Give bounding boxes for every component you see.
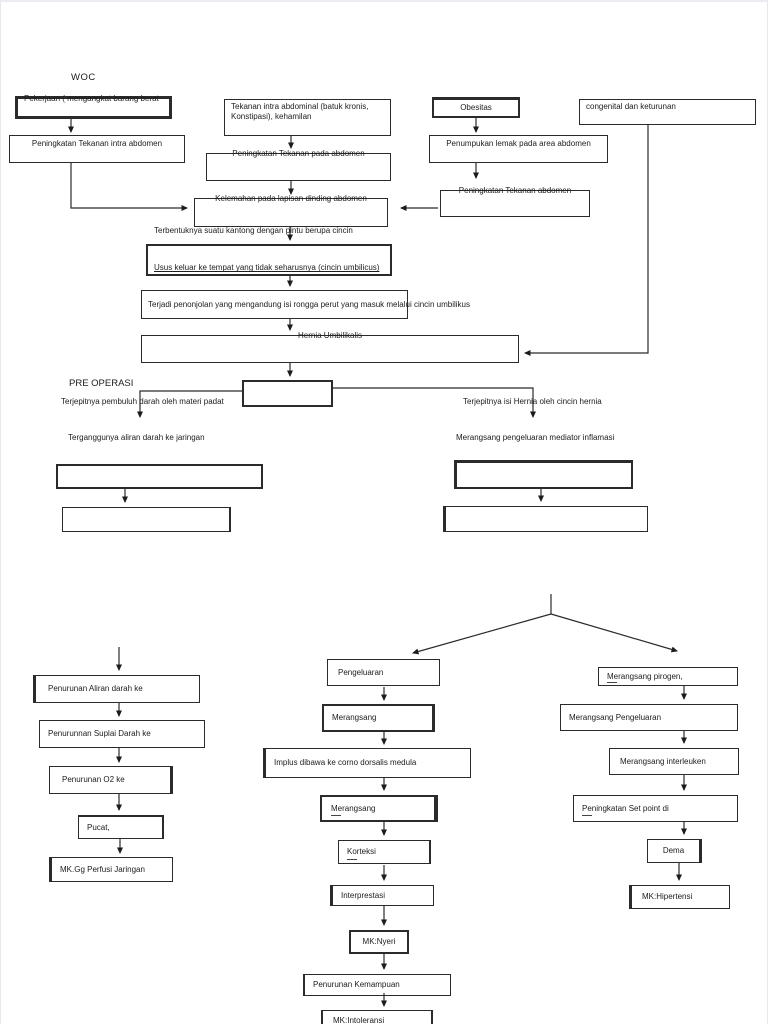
node-obesitas: Obesitas: [432, 97, 520, 118]
text-terjepitnya-pembuluh: Terjepitnya pembuluh darah oleh materi p…: [61, 397, 224, 406]
node-merangsang-interleuken-label: Merangsang interleuken: [620, 756, 706, 766]
underline-mark: [347, 859, 357, 860]
node-merangsang-interleuken: Merangsang interleuken: [609, 748, 739, 775]
underline-mark: [582, 815, 592, 816]
node-peningkatan-setpoint: Peningkatan Set point di: [573, 795, 738, 822]
arrow-intraabdomen-to-kelemahan: [70, 163, 188, 211]
node-mk-perfusi-label: MK.Gg Perfusi Jaringan: [60, 864, 145, 874]
node-merangsang-2: Merangsang: [320, 795, 438, 822]
node-peningkatan-pada-abdomen: Peningkatan Tekanan pada abdomen: [206, 149, 391, 181]
node-penurunan-aliran: Penurunan Aliran darah ke: [33, 675, 200, 703]
node-left-empty-2: [62, 507, 231, 532]
node-penumpukan-lemak-label: Penumpukan lemak pada area abdomen: [446, 139, 591, 148]
node-congenital-label: congenital dan keturunan: [586, 102, 676, 111]
node-merangsang-1: Merangsang: [322, 704, 435, 732]
node-terjadi-penonjolan: Terjadi penonjolan yang mengandung isi r…: [141, 290, 470, 319]
node-tekanan-intra-abdominal: Tekanan intra abdominal (batuk kronis, K…: [224, 99, 391, 136]
node-pekerjaan: Pekerjaan ( mengangkat barang berat: [15, 94, 172, 119]
node-obesitas-label: Obesitas: [460, 103, 492, 113]
text-terganggunya: Terganggunya aliran darah ke jaringan: [68, 433, 205, 442]
text-terbentuknya: Terbentuknya suatu kantong dengan pintu …: [154, 226, 353, 235]
node-interprestasi-label: Interprestasi: [341, 890, 386, 900]
node-interprestasi: Interprestasi: [330, 885, 434, 906]
node-congenital: congenital dan keturunan: [579, 99, 756, 125]
node-penumpukan-lemak: Penumpukan lemak pada area abdomen: [429, 135, 608, 163]
node-left-empty-1: [56, 464, 263, 489]
arrow-split-right: [550, 613, 678, 653]
node-implus: Implus dibawa ke corno dorsalis medula: [263, 748, 471, 778]
node-mk-intoleransi: MK:Intoleransi: [321, 1010, 433, 1024]
node-peningkatan-abdomen: Peningkatan Tekanan abdomen: [440, 186, 590, 217]
text-terjepitnya-isi: Terjepitnya isi Hernia oleh cincin herni…: [463, 397, 602, 406]
text-merangsang-mediator: Merangsang pengeluaran mediator inflamas…: [456, 433, 615, 442]
node-merangsang-pirogen-label: Merangsang pirogen,: [607, 671, 683, 681]
node-usus-keluar: Usus keluar ke tempat yang tidak seharus…: [146, 244, 392, 276]
node-right-empty-1: [454, 460, 633, 489]
node-dema: Dema: [647, 839, 702, 863]
node-pengeluaran-label: Pengeluaran: [338, 667, 384, 677]
section-label-pre-operasi: PRE OPERASI: [69, 378, 134, 389]
node-penurunan-suplai: Penurunnan Suplai Darah ke: [39, 720, 205, 748]
node-penurunan-aliran-label: Penurunan Aliran darah ke: [48, 684, 143, 694]
node-mk-nyeri: MK:Nyeri: [349, 930, 409, 954]
node-merangsang-1-label: Merangsang: [332, 713, 377, 723]
node-peningkatan-abdomen-label: Peningkatan Tekanan abdomen: [458, 186, 572, 195]
node-mk-hipertensi: MK:Hipertensi: [629, 885, 730, 909]
node-tekanan-intra-abdominal-label: Tekanan intra abdominal (batuk kronis, K…: [231, 102, 369, 121]
node-kelemahan-label: Kelemahan pada lapisan dinding abdomen: [215, 194, 367, 203]
node-implus-label: Implus dibawa ke corno dorsalis medula: [274, 758, 417, 768]
node-terjadi-penonjolan-label: Terjadi penonjolan yang mengandung isi r…: [148, 299, 470, 309]
underline-mark: [607, 682, 617, 683]
node-mk-nyeri-label: MK:Nyeri: [362, 937, 396, 947]
node-mk-intoleransi-label: MK:Intoleransi: [333, 1016, 385, 1024]
node-dema-label: Dema: [662, 846, 685, 856]
node-kelemahan: Kelemahan pada lapisan dinding abdomen: [194, 194, 388, 227]
node-penurunan-o2: Penurunan O2 ke: [49, 766, 173, 794]
node-hernia-umbilikalis: Hernia Umbilikalis: [141, 331, 519, 363]
node-korteksi: Korteksi: [338, 840, 431, 864]
node-korteksi-label: Korteksi: [347, 847, 376, 857]
node-peningkatan-intra-abdomen-label: Peningkatan Tekanan intra abdomen: [31, 139, 163, 148]
node-penurunan-kemampuan-label: Penurunan Kemampuan: [313, 980, 400, 990]
node-peningkatan-intra-abdomen: Peningkatan Tekanan intra abdomen: [9, 135, 185, 163]
node-merangsang-pirogen: Merangsang pirogen,: [598, 667, 738, 686]
node-right-empty-2: [443, 506, 648, 532]
node-pengeluaran: Pengeluaran: [327, 659, 440, 686]
node-merangsang-2-label: Merangsang: [331, 803, 376, 813]
node-merangsang-pengeluaran-label: Merangsang Pengeluaran: [569, 712, 662, 722]
node-pucat-label: Pucat,: [87, 822, 110, 832]
node-mk-perfusi: MK.Gg Perfusi Jaringan: [49, 857, 173, 882]
node-pekerjaan-label: Pekerjaan ( mengangkat barang berat: [24, 94, 159, 103]
node-mk-hipertensi-label: MK:Hipertensi: [642, 892, 693, 902]
node-peningkatan-pada-abdomen-label: Peningkatan Tekanan pada abdomen: [232, 149, 365, 158]
node-junction-empty: [242, 380, 333, 407]
underline-mark: [331, 815, 341, 816]
node-penurunan-suplai-label: Penurunnan Suplai Darah ke: [48, 729, 151, 739]
arrow-split-left: [412, 613, 552, 655]
node-merangsang-pengeluaran: Merangsang Pengeluaran: [560, 704, 738, 731]
page-title: WOC: [71, 72, 96, 83]
node-pucat: Pucat,: [78, 815, 164, 839]
node-peningkatan-setpoint-label: Peningkatan Set point di: [582, 803, 669, 813]
node-penurunan-o2-label: Penurunan O2 ke: [62, 775, 125, 785]
node-penurunan-kemampuan: Penurunan Kemampuan: [303, 974, 451, 996]
node-usus-keluar-label: Usus keluar ke tempat yang tidak seharus…: [154, 263, 380, 273]
node-hernia-umbilikalis-label: Hernia Umbilikalis: [297, 331, 362, 340]
